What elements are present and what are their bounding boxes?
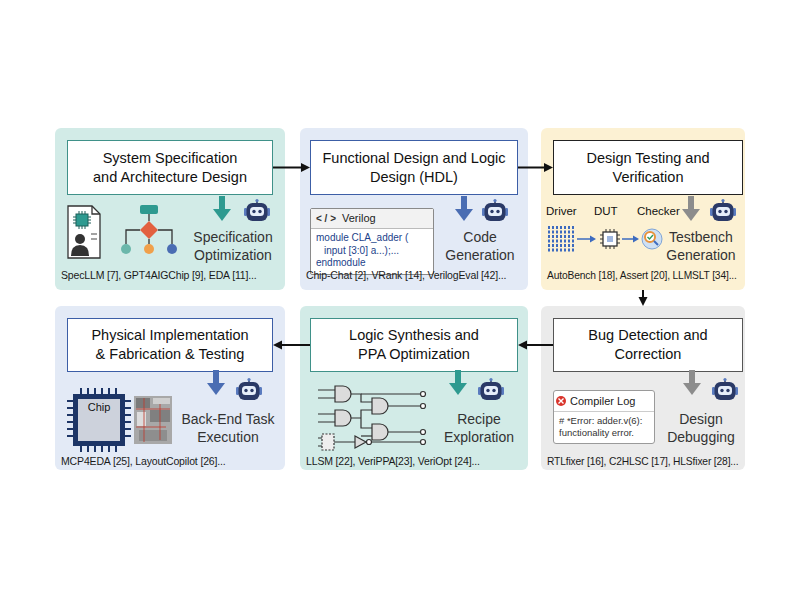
task-label: Code Generation	[436, 228, 524, 264]
stage-title-box: Bug Detection and Correction	[553, 318, 743, 372]
flow-arrow	[273, 163, 310, 172]
flow-arrow	[639, 290, 648, 306]
signal-label: DUT	[594, 204, 618, 218]
language-name: Verilog	[342, 212, 376, 224]
task-label: Back-End Task Execution	[175, 410, 281, 446]
chip-pins	[67, 388, 131, 452]
error-icon	[556, 396, 566, 406]
reference-list: RTLfixer [16], C2HLSC [17], HLSfixer [28…	[547, 455, 741, 468]
reference-list: LLSM [22], VeriPPA[23], VeriOpt [24]...	[306, 455, 524, 468]
stage-title-box: System Specification and Architecture De…	[67, 140, 273, 195]
task-label: Specification Optimization	[183, 228, 283, 264]
stage-title: Design Testing and Verification	[560, 149, 736, 187]
log-message: # *Error: adder.v(6): functionality erro…	[554, 412, 654, 443]
stage-title-box: Functional Design and Logic Design (HDL)	[310, 140, 518, 195]
robot-icon	[710, 199, 736, 221]
logic-gates-figure	[318, 386, 426, 450]
log-title: Compiler Log	[554, 391, 654, 412]
down-arrow	[449, 370, 467, 395]
stage-title: Logic Synthesis and PPA Optimization	[339, 326, 489, 364]
robot-icon	[482, 199, 508, 221]
code-header: < / > Verilog	[311, 209, 433, 229]
down-arrow	[213, 196, 231, 221]
testbench-figure	[549, 226, 662, 252]
stage-title-box: Physical Implementation & Fabrication & …	[67, 318, 273, 372]
stage-title: System Specification and Architecture De…	[90, 149, 250, 187]
log-box: Compiler Log# *Error: adder.v(6): functi…	[553, 390, 655, 444]
code-line: module CLA_adder (	[311, 232, 433, 245]
down-arrow	[682, 196, 700, 221]
flow-arrow	[518, 163, 553, 172]
reference-list: MCP4EDA [25], LayoutCopilot [26]...	[61, 455, 281, 468]
code-icon: < / >	[316, 213, 336, 224]
reference-list: SpecLLM [7], GPT4AIGChip [9], EDA [11]..…	[61, 269, 281, 282]
stage-title-box: Design Testing and Verification	[553, 140, 743, 195]
spec-document-icon	[68, 206, 100, 258]
flow-arrow	[273, 341, 310, 350]
chip-label: Chip	[78, 401, 120, 414]
stage-title-box: Logic Synthesis and PPA Optimization	[310, 318, 518, 372]
flow-arrow	[518, 341, 553, 350]
task-label: Design Debugging	[659, 410, 743, 446]
robot-icon	[236, 378, 262, 400]
chip-box: Chip	[73, 394, 125, 446]
code-line: input [3:0] a...);...	[311, 245, 433, 258]
code-line: endmodule	[311, 257, 433, 270]
stage-title: Physical Implementation & Fabrication & …	[88, 326, 253, 364]
reference-list: AutoBench [18], Assert [20], LLMSLT [34]…	[547, 269, 741, 282]
robot-icon	[712, 378, 738, 400]
architecture-tree-icon	[121, 205, 177, 254]
signal-label: Driver	[546, 204, 577, 218]
down-arrow	[455, 196, 473, 221]
reference-list: Chip-Chat [2], VRank [14], VerilogEval […	[306, 269, 524, 282]
robot-icon	[244, 199, 270, 221]
stage-title: Bug Detection and Correction	[560, 326, 736, 364]
task-label: Testbench Generation	[659, 228, 743, 264]
signal-label: Checker	[637, 204, 680, 218]
robot-icon	[478, 378, 504, 400]
code-box: < / > Verilog module CLA_adder (input [3:0…	[310, 208, 434, 275]
task-label: Recipe Exploration	[434, 410, 524, 446]
down-arrow	[207, 370, 225, 395]
stage-title: Functional Design and Logic Design (HDL)	[317, 149, 511, 187]
down-arrow	[683, 370, 701, 395]
layout-image	[134, 396, 172, 444]
code-body: module CLA_adder (input [3:0] a...);...e…	[311, 229, 433, 274]
